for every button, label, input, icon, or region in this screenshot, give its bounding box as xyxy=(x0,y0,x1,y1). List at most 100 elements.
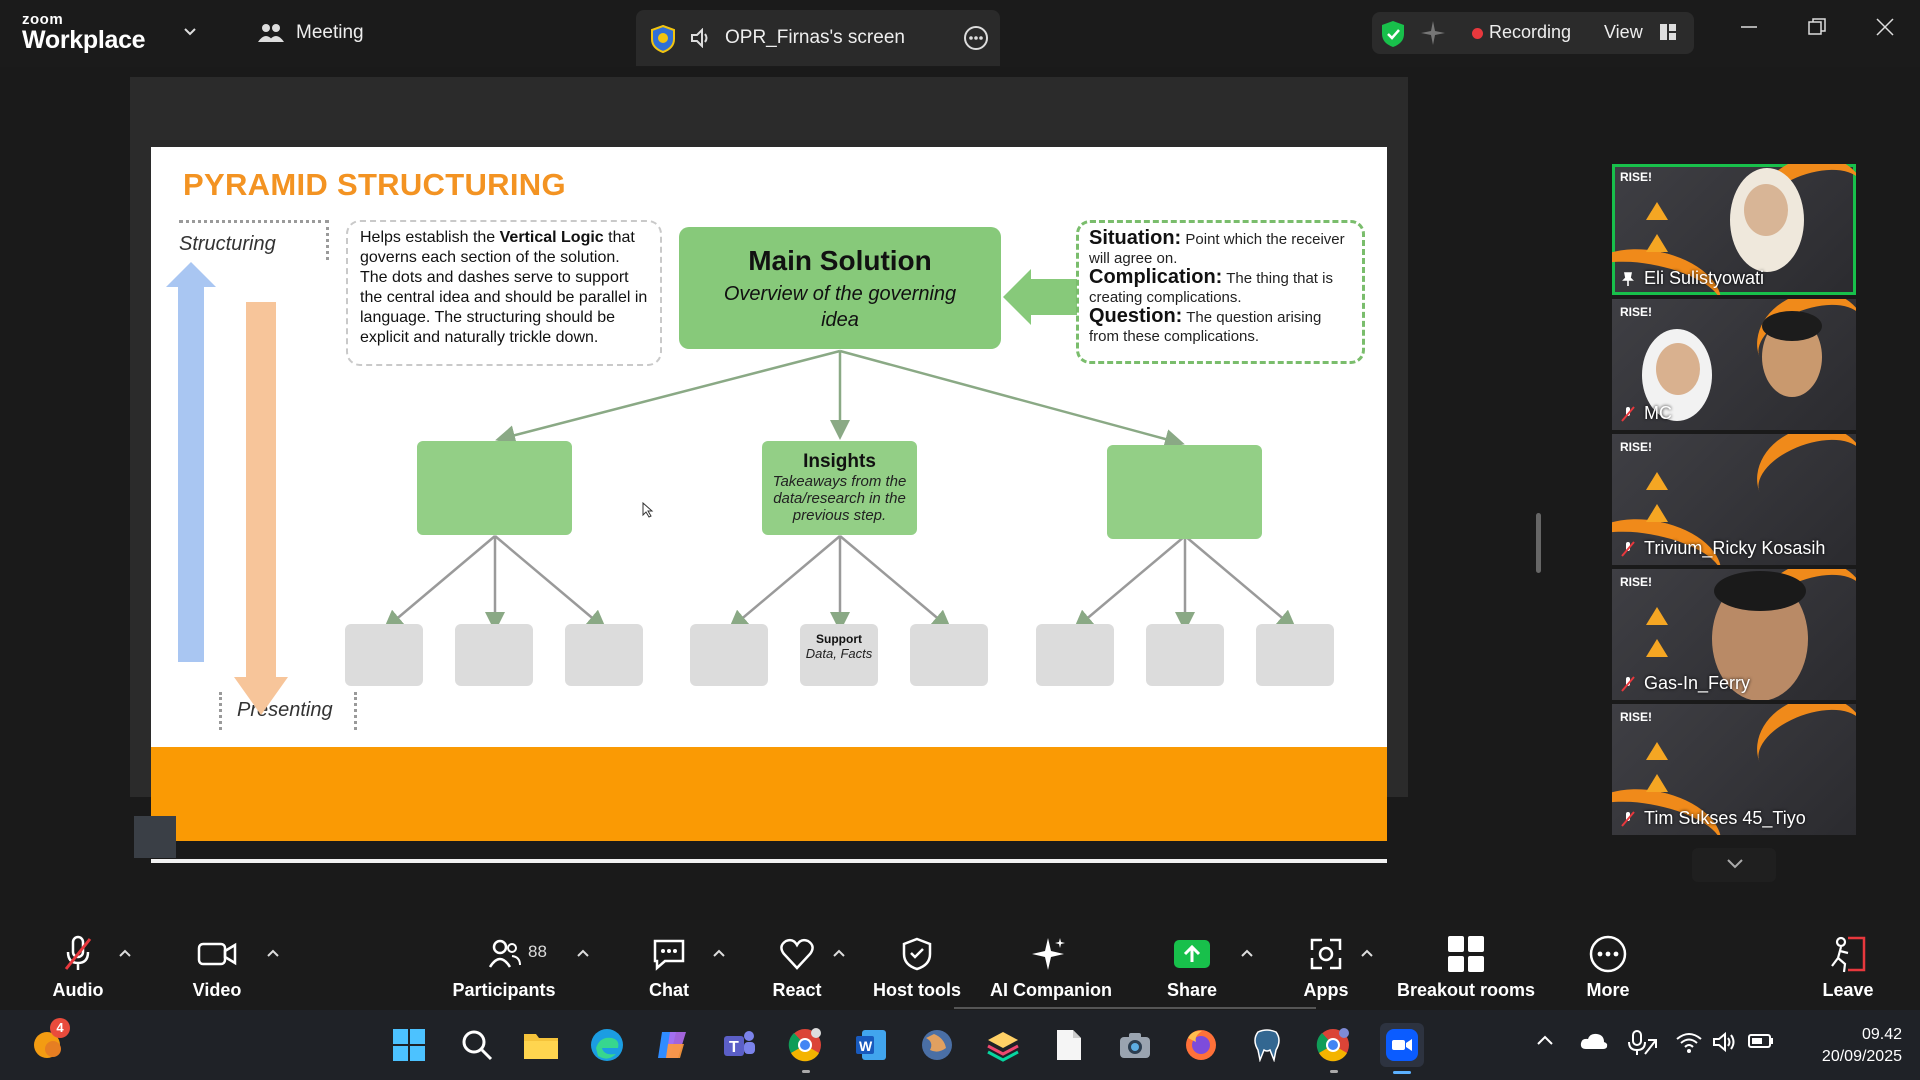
heart-icon xyxy=(780,938,814,970)
system-clock[interactable]: 09.42 20/09/2025 xyxy=(1796,1024,1902,1068)
meeting-info-button[interactable]: Meeting xyxy=(258,22,364,44)
ai-companion-button[interactable]: AI Companion xyxy=(990,934,1112,1001)
participants-button[interactable]: Participants xyxy=(452,934,556,1001)
video-options-caret-icon[interactable] xyxy=(266,948,280,958)
share-screen-icon xyxy=(1174,940,1210,968)
copilot-icon[interactable] xyxy=(654,1026,692,1064)
edge-icon[interactable] xyxy=(588,1026,626,1064)
audio-options-caret-icon[interactable] xyxy=(118,948,132,958)
video-tile[interactable]: RISE! Eli Sulistyowati xyxy=(1612,164,1856,295)
more-button[interactable]: More xyxy=(1580,934,1636,1001)
close-icon[interactable] xyxy=(1876,18,1894,36)
host-tools-button[interactable]: Host tools xyxy=(866,934,968,1001)
clock-time: 09.42 xyxy=(1861,1026,1902,1043)
support-box xyxy=(1036,624,1114,686)
firefox-icon[interactable] xyxy=(1182,1026,1220,1064)
support-title: Support xyxy=(816,632,862,646)
chevron-down-icon[interactable] xyxy=(184,26,196,38)
minimize-icon[interactable] xyxy=(1740,18,1758,36)
restore-icon[interactable] xyxy=(1808,18,1826,36)
postgres-icon[interactable] xyxy=(1248,1026,1286,1064)
weather-widget[interactable] xyxy=(28,1024,66,1062)
more-options-icon[interactable] xyxy=(963,25,989,51)
tile-background-swirl xyxy=(1743,704,1856,805)
gallery-scroll-down-button[interactable] xyxy=(1692,848,1776,882)
volume-icon[interactable] xyxy=(1712,1031,1738,1053)
ai-sparkle-icon[interactable] xyxy=(1420,20,1446,46)
globe-app-icon[interactable] xyxy=(918,1026,956,1064)
zoom-workplace-logo[interactable]: zoom Workplace xyxy=(22,11,146,53)
audio-button[interactable]: Audio xyxy=(48,934,108,1001)
video-tile[interactable]: RISE! Trivium_Ricky Kosasih xyxy=(1612,434,1856,565)
leave-button[interactable]: Leave xyxy=(1820,934,1876,1001)
host-shield-icon xyxy=(902,937,932,971)
share-shield-icon xyxy=(651,25,675,53)
share-options-caret-icon[interactable] xyxy=(1240,948,1254,958)
tile-brand: RISE! xyxy=(1620,170,1653,184)
windows-taskbar: 4 T W xyxy=(0,1010,1920,1080)
tile-brand: RISE! xyxy=(1620,440,1653,454)
structuring-label: Structuring xyxy=(179,233,276,255)
onedrive-cloud-icon[interactable] xyxy=(1580,1032,1608,1050)
layers-app-icon[interactable] xyxy=(984,1026,1022,1064)
participant-name: Tim Sukses 45_Tiyo xyxy=(1644,808,1806,828)
participants-options-caret-icon[interactable] xyxy=(576,948,590,958)
main-solution-box: Main Solution Overview of the governing … xyxy=(679,227,1001,349)
audio-label: Audio xyxy=(52,980,104,1000)
screen-share-indicator[interactable]: OPR_Firnas's screen xyxy=(636,10,1000,66)
video-tile[interactable]: RISE! Gas-In_Ferry xyxy=(1612,569,1856,700)
tile-decor-triangle xyxy=(1646,607,1668,625)
video-camera-icon xyxy=(197,942,237,966)
mic-muted-icon xyxy=(1621,405,1635,422)
panel-resize-handle[interactable] xyxy=(1536,513,1541,573)
security-shield-icon[interactable] xyxy=(1380,20,1406,48)
chrome-profile-icon[interactable] xyxy=(1314,1026,1352,1064)
react-button[interactable]: React xyxy=(770,934,824,1001)
chrome-icon[interactable] xyxy=(786,1026,824,1064)
zoom-icon[interactable] xyxy=(1380,1023,1424,1067)
file-explorer-icon[interactable] xyxy=(522,1026,560,1064)
apps-button[interactable]: Apps xyxy=(1298,934,1354,1001)
presenter-thumbnail[interactable] xyxy=(134,816,176,858)
battery-icon[interactable] xyxy=(1748,1033,1774,1049)
notification-badge: 4 xyxy=(50,1018,70,1038)
question-item: Question: The question arising from thes… xyxy=(1089,306,1352,346)
chat-options-caret-icon[interactable] xyxy=(712,948,726,958)
video-button[interactable]: Video xyxy=(186,934,248,1001)
participant-name-row: Gas-In_Ferry xyxy=(1620,673,1750,694)
apps-options-caret-icon[interactable] xyxy=(1360,948,1374,958)
mic-in-use-icon[interactable] xyxy=(1628,1030,1658,1056)
participants-count: 88 xyxy=(528,942,547,961)
chat-button[interactable]: Chat xyxy=(644,934,694,1001)
key-line-box-right xyxy=(1107,445,1262,539)
breakout-rooms-button[interactable]: Breakout rooms xyxy=(1396,934,1536,1001)
wifi-icon[interactable] xyxy=(1676,1031,1702,1053)
host-tools-label: Host tools xyxy=(873,980,961,1000)
share-button[interactable]: Share xyxy=(1166,934,1218,1001)
participant-name-row: MC xyxy=(1620,403,1672,424)
clock-date: 20/09/2025 xyxy=(1821,1048,1902,1065)
video-tile[interactable]: RISE! Tim Sukses 45_Tiyo xyxy=(1612,704,1856,835)
breakout-rooms-icon xyxy=(1448,936,1484,972)
participant-hair xyxy=(1762,311,1822,341)
recording-label[interactable]: Recording xyxy=(1489,22,1572,42)
camera-icon[interactable] xyxy=(1116,1026,1154,1064)
file-icon[interactable] xyxy=(1050,1026,1088,1064)
video-tile[interactable]: RISE! MC xyxy=(1612,299,1856,430)
speaker-icon[interactable] xyxy=(690,28,712,48)
view-label[interactable]: View xyxy=(1604,22,1643,42)
chat-bubble-icon xyxy=(653,939,685,971)
teams-icon[interactable]: T xyxy=(720,1026,758,1064)
vertical-logic-description: Helps establish the Vertical Logic that … xyxy=(346,220,662,366)
running-indicator xyxy=(802,1070,810,1073)
show-hidden-icons-chevron-icon[interactable] xyxy=(1536,1034,1554,1046)
brand-small: zoom xyxy=(22,11,64,28)
more-icon xyxy=(1589,935,1627,973)
meeting-label: Meeting xyxy=(296,22,364,43)
react-options-caret-icon[interactable] xyxy=(832,948,846,958)
start-icon[interactable] xyxy=(390,1026,428,1064)
apps-icon xyxy=(1310,938,1342,970)
search-icon[interactable] xyxy=(458,1026,496,1064)
word-icon[interactable]: W xyxy=(852,1026,890,1064)
view-layout-icon[interactable] xyxy=(1659,23,1677,41)
